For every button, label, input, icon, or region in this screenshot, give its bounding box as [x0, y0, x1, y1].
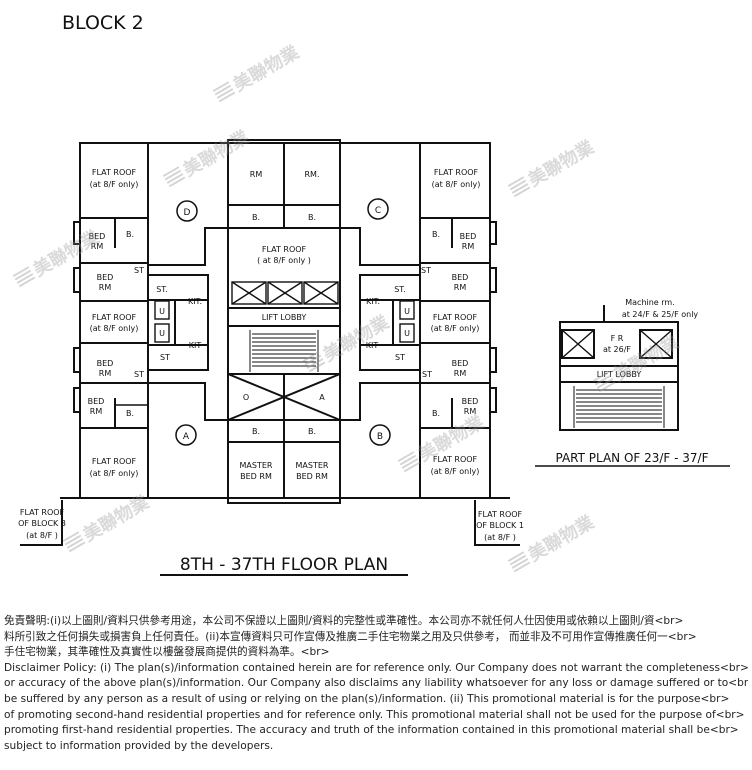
master-right-line2: BED RM [296, 472, 328, 481]
disclaimer-text: 免責聲明:(i)以上圖則/資料只供參考用途，本公司不保證以上圖則/資料的完整性或… [4, 614, 748, 754]
machine-room-line2: at 24/F & 25/F only [622, 310, 699, 319]
utility-w-1: U [159, 307, 165, 316]
flat-roof-center-line2: ( at 8/F only ) [257, 256, 311, 265]
bed-rm-se-2: RM [454, 369, 467, 378]
flat-roof-sw-line2: (at 8/F only) [90, 469, 139, 478]
disclaimer-line: or accuracy of the above plan(s)/informa… [4, 677, 748, 690]
store-w: ST [134, 266, 144, 275]
store-wc-1: ST. [156, 285, 168, 294]
rm-left-label: RM [250, 170, 263, 179]
bed-rm-sse-1: BED [462, 397, 479, 406]
block-title: BLOCK 2 [62, 12, 144, 34]
flat-roof-nw-line2: (at 8/F only) [90, 180, 139, 189]
utility-e-2: U [404, 329, 410, 338]
flat-roof-se-line2: (at 8/F only) [431, 467, 480, 476]
flat-roof-sw-line1: FLAT ROOF [92, 457, 137, 466]
master-left-line1: MASTER [240, 461, 273, 470]
bed-rm-sw-1: BED [97, 359, 114, 368]
utility-w-2: U [159, 329, 165, 338]
flat-roof-e-line2: (at 8/F only) [431, 324, 480, 333]
flat-c-label: C [375, 206, 381, 216]
bed-rm-w-2: RM [99, 283, 112, 292]
flat-roof-e-line1: FLAT ROOF [433, 313, 478, 322]
bed-rm-w-1: BED [97, 273, 114, 282]
part-fr-line2: at 26/F [603, 345, 631, 354]
flat-roof-w-line2: (at 8/F only) [90, 324, 139, 333]
kitchen-e-2: KIT [366, 341, 379, 350]
disclaimer-line: 免責聲明:(i)以上圖則/資料只供參考用途，本公司不保證以上圖則/資料的完整性或… [4, 615, 684, 627]
disclaimer-line: 料所引致之任何損失或損害負上任何責任。(ii)本宣傳資料只可作宣傳及推廣二手住宅… [4, 630, 697, 643]
machine-room-line1: Machine rm. [625, 298, 675, 307]
flat-d-marker [176, 200, 198, 222]
lift-lobby-label: LIFT LOBBY [262, 313, 307, 322]
block1-roof-line1: FLAT ROOF [478, 510, 523, 519]
kitchen-w-1: KIT. [188, 297, 202, 306]
flat-roof-se-line1: FLAT ROOF [433, 455, 478, 464]
store-ec-2: ST [395, 353, 405, 362]
disclaimer-line: Disclaimer Policy: (i) The plan(s)/infor… [4, 661, 748, 674]
bed-rm-sw-2: RM [99, 369, 112, 378]
bed-rm-ne-1: BED [460, 232, 477, 241]
store-wc-2: ST [160, 353, 170, 362]
bed-rm-ssw-2: RM [90, 407, 103, 416]
disclaimer-line: 手住宅物業，其準確性及真實性以樓盤發展商提供的資料為準。<br> [4, 646, 330, 659]
bath-sc-right: B. [308, 427, 316, 436]
bed-rm-e-2: RM [454, 283, 467, 292]
master-right-line1: MASTER [296, 461, 329, 470]
disclaimer-line: promoting first-hand residential propert… [4, 724, 739, 737]
store-e: ST [421, 266, 431, 275]
flat-b-label: B [377, 432, 383, 442]
plan-title: 8TH - 37TH FLOOR PLAN [180, 555, 388, 575]
bath-nc-left: B. [252, 213, 260, 222]
room-o-label: O [243, 393, 249, 402]
flat-c-marker [367, 198, 389, 220]
flat-roof-center-line1: FLAT ROOF [262, 245, 307, 254]
kitchen-e-1: KIT. [366, 297, 380, 306]
bath-sc-left: B. [252, 427, 260, 436]
disclaimer-line: subject to information provided by the d… [4, 739, 274, 752]
flat-roof-nw-line1: FLAT ROOF [92, 168, 137, 177]
store-sw: ST [134, 370, 144, 379]
bed-rm-ssw-1: BED [88, 397, 105, 406]
bed-rm-nw-2: RM [91, 242, 104, 251]
store-se: ST [422, 370, 432, 379]
bed-rm-e-1: BED [452, 273, 469, 282]
block3-roof-line3: (at 8/F ) [26, 531, 58, 540]
block3-roof-line2: OF BLOCK 3 [18, 519, 66, 528]
bath-nw: B. [126, 230, 134, 239]
master-left-line2: BED RM [240, 472, 272, 481]
bath-se: B. [432, 409, 440, 418]
flat-roof-ne-line2: (at 8/F only) [432, 180, 481, 189]
store-ec-1: ST. [394, 285, 406, 294]
part-plan-title: PART PLAN OF 23/F - 37/F [555, 451, 708, 465]
rm-right-label: RM. [304, 170, 319, 179]
bed-rm-sse-2: RM [464, 407, 477, 416]
flat-roof-ne-line1: FLAT ROOF [434, 168, 479, 177]
flat-d-label: D [184, 208, 191, 218]
utility-e-1: U [404, 307, 410, 316]
bed-rm-se-1: BED [452, 359, 469, 368]
bath-ne: B. [432, 230, 440, 239]
disclaimer-line: be suffered by any person as a result of… [4, 692, 730, 705]
bath-sw: B. [126, 409, 134, 418]
floor-plan-drawing: BLOCK 2 FLAT ROOF (at 8/F only) FLAT ROO… [18, 12, 730, 576]
flat-a-label: A [183, 432, 190, 442]
disclaimer-line: of promoting second-hand residential pro… [4, 708, 745, 721]
part-fr-line1: F R [611, 334, 624, 343]
bed-rm-nw-1: BED [89, 232, 106, 241]
part-lift-lobby: LIFT LOBBY [597, 370, 642, 379]
bath-nc-right: B. [308, 213, 316, 222]
bed-rm-ne-2: RM [462, 242, 475, 251]
room-a-label: A [319, 393, 325, 402]
flat-roof-w-line1: FLAT ROOF [92, 313, 137, 322]
flat-b-marker [369, 424, 391, 446]
flat-a-marker [175, 424, 197, 446]
block1-roof-line2: OF BLOCK 1 [476, 521, 524, 530]
kitchen-w-2: KIT [189, 341, 202, 350]
block3-roof-line1: FLAT ROOF [20, 508, 65, 517]
block1-roof-line3: (at 8/F ) [484, 533, 516, 542]
